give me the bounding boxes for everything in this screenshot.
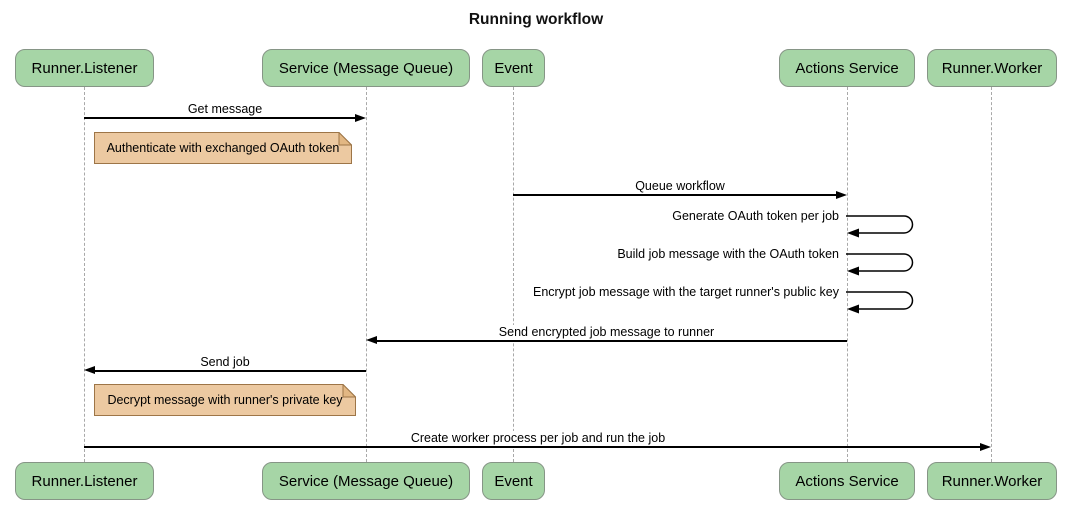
lifeline-service-message-queue xyxy=(365,87,367,462)
message-label-send-encrypted-job-message: Send encrypted job message to runner xyxy=(366,325,847,340)
message-label-send-job: Send job xyxy=(84,355,366,370)
actor-service-message-queue-top: Service (Message Queue) xyxy=(262,49,470,87)
message-line-create-worker-process xyxy=(84,446,981,448)
message-line-queue-workflow xyxy=(513,194,837,196)
note-text: Authenticate with exchanged OAuth token xyxy=(106,141,340,155)
actor-event-top: Event xyxy=(482,49,545,87)
self-loop-icon xyxy=(846,291,914,314)
actor-actions-service-bottom: Actions Service xyxy=(779,462,915,500)
actor-runner-worker-top: Runner.Worker xyxy=(927,49,1057,87)
message-label-encrypt-job-message: Encrypt job message with the target runn… xyxy=(0,285,842,300)
actor-runner-listener-bottom: Runner.Listener xyxy=(15,462,154,500)
self-loop-icon xyxy=(846,253,914,276)
message-line-send-job xyxy=(95,370,366,372)
self-loop-icon xyxy=(846,215,914,238)
arrowhead-icon xyxy=(836,190,847,199)
lifeline-runner-worker xyxy=(991,87,992,462)
arrowhead-icon xyxy=(84,366,95,374)
lifeline-event xyxy=(513,87,514,462)
arrowhead-icon xyxy=(980,442,991,451)
message-line-send-encrypted-job-message xyxy=(377,340,847,342)
lifeline-actions-service xyxy=(846,87,848,462)
note-authenticate: Authenticate with exchanged OAuth token xyxy=(94,132,352,164)
actor-runner-worker-bottom: Runner.Worker xyxy=(927,462,1057,500)
diagram-title: Running workflow xyxy=(468,11,604,28)
message-label-generate-oauth-token: Generate OAuth token per job xyxy=(0,209,842,224)
message-label-create-worker-process: Create worker process per job and run th… xyxy=(84,431,992,446)
actor-actions-service-top: Actions Service xyxy=(779,49,915,87)
arrowhead-icon xyxy=(366,336,377,344)
note-shape-icon xyxy=(94,132,352,164)
message-label-queue-workflow: Queue workflow xyxy=(513,179,847,194)
actor-service-message-queue-bottom: Service (Message Queue) xyxy=(262,462,470,500)
lifeline-runner-listener xyxy=(84,87,85,462)
actor-event-bottom: Event xyxy=(482,462,545,500)
note-shape-icon xyxy=(94,384,356,416)
note-decrypt: Decrypt message with runner's private ke… xyxy=(94,384,356,416)
note-text: Decrypt message with runner's private ke… xyxy=(107,393,343,407)
message-label-build-job-message: Build job message with the OAuth token xyxy=(0,247,842,262)
arrowhead-icon xyxy=(355,113,366,122)
actor-runner-listener-top: Runner.Listener xyxy=(15,49,154,87)
message-line-get-message xyxy=(84,117,356,119)
message-label-get-message: Get message xyxy=(84,102,366,117)
